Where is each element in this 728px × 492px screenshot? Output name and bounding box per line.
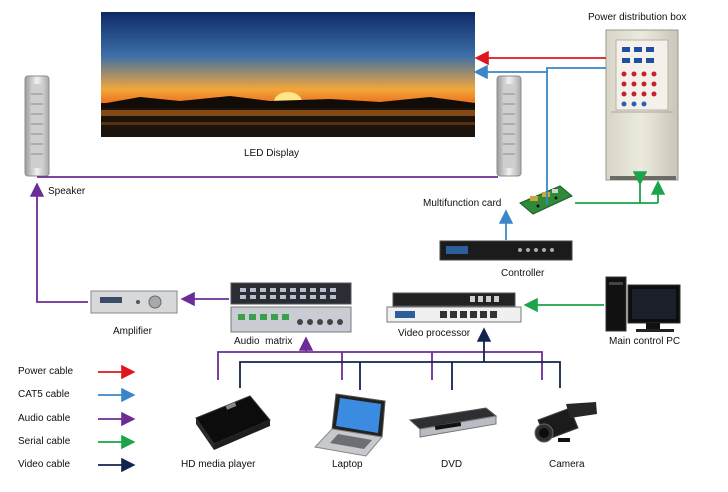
video-processor-image [386, 292, 522, 323]
laptop-image [313, 393, 386, 457]
amplifier-label: Amplifier [113, 326, 152, 337]
video-processor-label: Video processor [398, 328, 471, 339]
led-display-label: LED Display [244, 148, 300, 159]
camera-image [534, 402, 597, 443]
dvd-player-image [408, 407, 498, 438]
legend-lines [98, 364, 136, 473]
legend-item-serial: Serial cable [18, 436, 71, 447]
power-box-label: Power distribution box [588, 12, 687, 23]
main-pc-label: Main control PC [609, 336, 681, 347]
speaker-left-image [24, 75, 50, 177]
audio-matrix-image [230, 282, 352, 333]
amplifier-image [90, 290, 178, 314]
controller-image [439, 240, 573, 261]
multifunction-card-label: Multifunction card [423, 198, 502, 209]
hd-media-player-image [195, 395, 271, 450]
laptop-label: Laptop [332, 459, 363, 470]
audio-cable-bus [217, 351, 543, 380]
main-control-pc-image [605, 276, 681, 332]
power-distribution-box-image [605, 29, 679, 181]
cat5-cable-power-card [546, 67, 606, 205]
audio-matrix-label: Audio matrix [234, 336, 293, 347]
audio-cable-amplifier [29, 182, 88, 303]
speaker-right-image [496, 75, 522, 177]
legend-item-cat5: CAT5 cable [18, 389, 70, 400]
camera-label: Camera [549, 459, 585, 470]
legend-item-video: Video cable [18, 459, 71, 470]
hd-player-label: HD media player [181, 459, 256, 470]
speaker-label: Speaker [48, 186, 86, 197]
legend-item-power: Power cable [18, 366, 74, 377]
led-display-image [101, 12, 475, 137]
video-cable-bus [239, 361, 561, 388]
legend-item-audio: Audio cable [18, 413, 71, 424]
controller-label: Controller [501, 268, 545, 279]
multifunction-card-image [519, 185, 573, 215]
dvd-label: DVD [441, 459, 463, 470]
